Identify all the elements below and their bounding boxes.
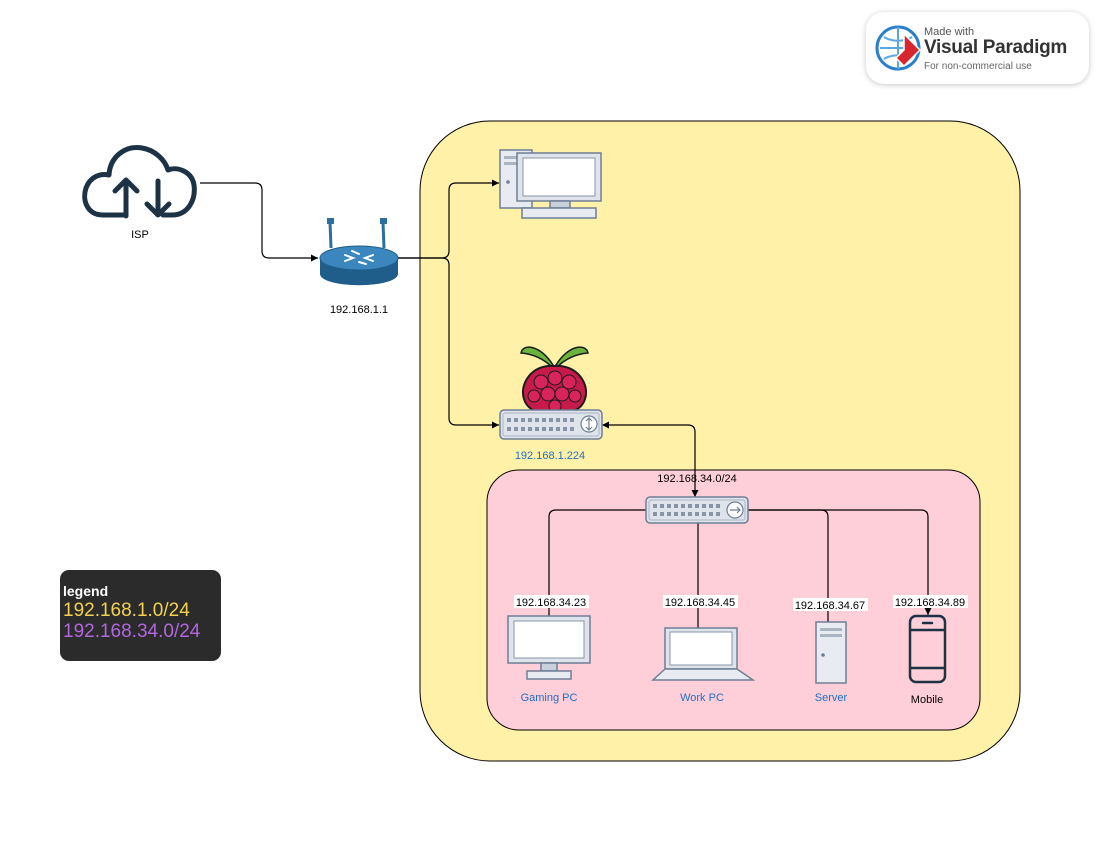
badge-brand: Visual Paradigm: [924, 37, 1067, 58]
desktop-computer-icon: [499, 149, 602, 219]
mobile-phone-icon: [908, 614, 947, 684]
work-pc-ip-label: 192.168.34.45: [665, 597, 735, 609]
mobile-label: Mobile: [911, 694, 943, 706]
visual-paradigm-watermark: Made with Visual Paradigm For non-commer…: [866, 12, 1089, 84]
legend-entry-outer-lan: 192.168.1.0/24: [63, 600, 190, 621]
subnet-label: 192.168.34.0/24: [657, 473, 737, 485]
gaming-pc-ip-label: 192.168.34.23: [516, 597, 586, 609]
pi-to-switch-link: [602, 421, 699, 497]
work-pc-label: Work PC: [680, 692, 724, 704]
cloud-upload-download-icon: [82, 145, 197, 219]
subnet-network-switch-icon: [645, 496, 749, 524]
switch-to-mobile-link: [748, 509, 932, 615]
monitor-icon: [507, 615, 591, 680]
server-tower-icon: [815, 621, 847, 684]
pi-network-switch-icon: [499, 409, 603, 440]
pi-ip-label: 192.168.1.224: [515, 450, 585, 462]
router-to-desktop-link: [398, 179, 499, 259]
legend-entry-inner-lan: 192.168.34.0/24: [63, 621, 201, 642]
mobile-ip-tag: 192.168.34.89: [893, 595, 968, 609]
legend: legend 192.168.1.0/24 192.168.34.0/24: [60, 570, 221, 661]
isp-to-router-link: [200, 182, 318, 262]
router-to-pi-link: [398, 257, 499, 429]
server-ip-tag: 192.168.34.67: [793, 598, 868, 612]
visual-paradigm-logo-icon: [875, 25, 922, 71]
laptop-icon: [651, 627, 756, 681]
badge-subtitle: For non-commercial use: [924, 61, 1032, 72]
switch-to-gaming-pc-link: [548, 509, 646, 616]
server-ip-label: 192.168.34.67: [795, 600, 865, 612]
mobile-ip-label: 192.168.34.89: [895, 597, 965, 609]
isp-label: ISP: [131, 229, 149, 241]
raspberry-pi-icon: [520, 346, 589, 415]
gaming-pc-label: Gaming PC: [521, 692, 578, 704]
legend-title: legend: [63, 583, 109, 599]
gaming-pc-ip-tag: 192.168.34.23: [514, 595, 589, 609]
router-icon: [319, 218, 399, 286]
connector-lines: [200, 179, 932, 628]
work-pc-ip-tag: 192.168.34.45: [663, 595, 738, 609]
router-ip-label: 192.168.1.1: [330, 304, 388, 316]
server-label: Server: [815, 692, 848, 704]
badge-made-with: Made with: [924, 26, 975, 38]
